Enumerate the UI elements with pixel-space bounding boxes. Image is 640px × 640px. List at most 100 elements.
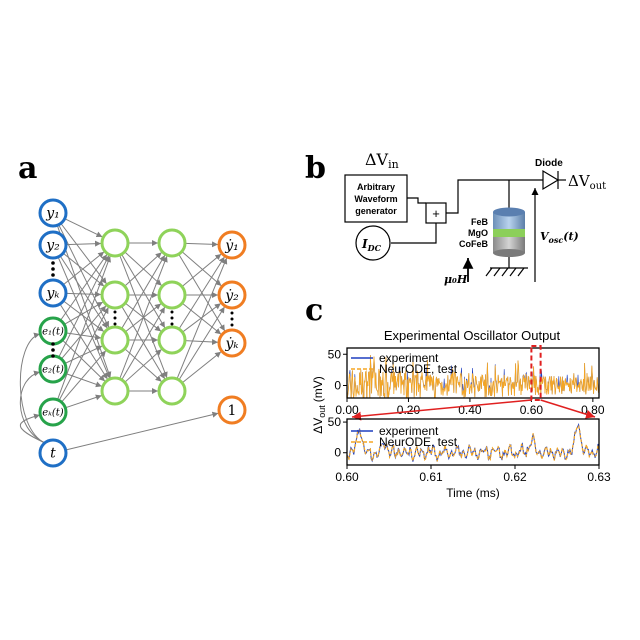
connection-input-hidden1 bbox=[59, 303, 108, 380]
output-label-dyk: ẏₖ bbox=[224, 336, 238, 352]
connection-input-hidden1 bbox=[59, 255, 108, 329]
ellipsis-dot bbox=[51, 348, 55, 352]
legend-label: experiment bbox=[379, 351, 439, 365]
connection-hidden1-hidden2 bbox=[124, 252, 162, 287]
y-axis-label-unit: (mV) bbox=[311, 376, 325, 402]
y-tick-label: 0 bbox=[334, 379, 341, 393]
time-feedback-arc bbox=[19, 413, 46, 444]
ellipsis-dot bbox=[113, 322, 117, 326]
circuit-diagram: ΔVin Arbitrary Waveform generator + IDC … bbox=[344, 150, 606, 286]
ellipsis-dot bbox=[170, 316, 174, 320]
connection-input-hidden1 bbox=[58, 307, 109, 401]
bottom-traces bbox=[347, 423, 599, 463]
top-traces bbox=[347, 355, 599, 398]
connection-input-hidden1 bbox=[65, 291, 102, 298]
delta-v-out-label: ΔV bbox=[568, 172, 591, 190]
connection-input-hidden1 bbox=[62, 251, 105, 286]
input-node-yk bbox=[38, 278, 68, 308]
connection-input-hidden1 bbox=[65, 394, 102, 409]
y-tick-label: 50 bbox=[328, 347, 342, 361]
diode-icon bbox=[542, 169, 566, 191]
wire-awg bbox=[407, 197, 426, 204]
hidden-node bbox=[157, 325, 187, 355]
connection-hidden1-hidden2 bbox=[121, 254, 166, 330]
ellipsis-dot bbox=[170, 322, 174, 326]
output-node-one bbox=[217, 395, 247, 425]
hidden-node bbox=[100, 280, 130, 310]
connection-t-to-one bbox=[65, 411, 219, 451]
connection-input-hidden1 bbox=[57, 255, 111, 400]
zoom-arrow-left bbox=[351, 399, 532, 421]
current-source-icon bbox=[355, 225, 391, 261]
output-label-one: 1 bbox=[228, 403, 237, 419]
wire-idc bbox=[391, 223, 437, 244]
output-label-dy1: ẏ₁ bbox=[224, 238, 239, 254]
awg-line-2: Waveform bbox=[354, 194, 397, 204]
x-tick-label: 0.60 bbox=[335, 470, 359, 484]
svg-text:ΔVin: ΔVin bbox=[365, 150, 399, 171]
connection-input-hidden1 bbox=[65, 372, 102, 388]
input-label-y1: y₁ bbox=[45, 206, 60, 222]
legend-label: NeurODE, test bbox=[379, 362, 458, 376]
input-label-t: t bbox=[50, 446, 56, 462]
input-label-e2: e₂(t) bbox=[42, 364, 64, 375]
connection-input-hidden1 bbox=[65, 240, 102, 247]
delta-v-in-label: ΔV bbox=[365, 150, 389, 169]
legend-label: experiment bbox=[379, 424, 439, 438]
input-label-yk: yₖ bbox=[45, 286, 59, 302]
connection-hidden2-output bbox=[181, 351, 222, 384]
svg-text:IDC: IDC bbox=[361, 237, 382, 253]
hidden-node bbox=[100, 376, 130, 406]
vosc-sub: osc bbox=[549, 235, 564, 245]
output-node-dy1 bbox=[217, 230, 247, 260]
connection-input-hidden1 bbox=[64, 218, 103, 238]
output-node-dyk bbox=[217, 328, 247, 358]
hidden-node bbox=[100, 228, 130, 258]
time-feedback-arc bbox=[19, 370, 46, 444]
bottom-axes-frame bbox=[346, 418, 600, 466]
connection-input-hidden1 bbox=[63, 301, 104, 325]
x-tick-label: 0.61 bbox=[419, 470, 443, 484]
ellipsis-dot bbox=[230, 317, 234, 321]
ellipsis-dot bbox=[113, 316, 117, 320]
ellipsis-dot bbox=[113, 310, 117, 314]
y-axis-label: ΔV bbox=[311, 418, 325, 434]
wire-to-diode bbox=[446, 179, 543, 214]
connection-input-hidden1 bbox=[62, 252, 105, 287]
connection-hidden2-output bbox=[181, 251, 222, 287]
connection-hidden2-output bbox=[184, 241, 219, 248]
y-axis-label-sub: out bbox=[317, 405, 327, 418]
time-feedback-arc bbox=[19, 332, 46, 444]
ellipsis-dot bbox=[51, 261, 55, 265]
x-tick-label: 0.60 bbox=[520, 403, 544, 417]
connection-hidden2-output bbox=[181, 253, 222, 288]
input-node-y1 bbox=[38, 198, 68, 228]
input-node-y2 bbox=[38, 230, 68, 260]
ellipsis-dot bbox=[230, 323, 234, 327]
connection-hidden2-output bbox=[184, 339, 219, 345]
connection-input-hidden1 bbox=[61, 339, 106, 382]
ellipsis-dot bbox=[51, 354, 55, 358]
network-connections bbox=[19, 218, 228, 451]
input-label-e1: e₁(t) bbox=[42, 326, 64, 337]
panel-letter-b: b bbox=[305, 151, 326, 186]
x-tick-label: 0.20 bbox=[397, 403, 421, 417]
ellipsis-dot bbox=[51, 342, 55, 346]
svg-text:ΔVout(mV): ΔVout (mV) bbox=[311, 376, 327, 434]
y-tick-label: 0 bbox=[334, 446, 341, 460]
layer-feb: FeB bbox=[471, 217, 489, 227]
input-label-ek: eₖ(t) bbox=[42, 407, 63, 418]
series-neurode-top bbox=[347, 355, 599, 398]
legend-label: NeurODE, test bbox=[379, 435, 458, 449]
hidden-node bbox=[157, 376, 187, 406]
connection-input-hidden1 bbox=[58, 255, 110, 358]
layer-mgo: MgO bbox=[468, 228, 488, 238]
x-tick-label: 0.62 bbox=[503, 470, 527, 484]
hidden-node bbox=[157, 228, 187, 258]
hidden-node bbox=[100, 325, 130, 355]
output-label-dy2: ẏ₂ bbox=[224, 288, 239, 304]
